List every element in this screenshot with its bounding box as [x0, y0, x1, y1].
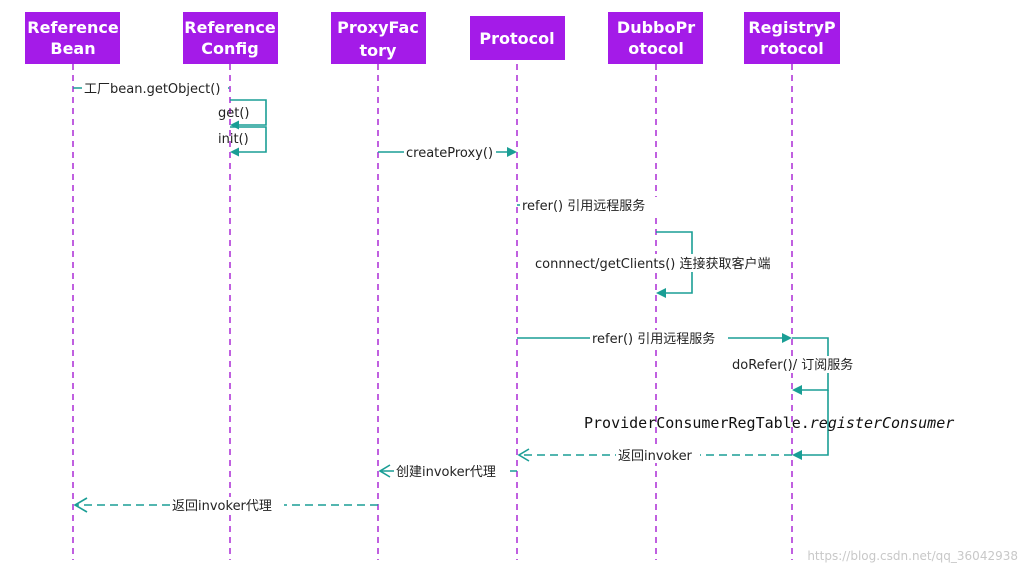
participant-line: Config: [201, 39, 258, 58]
participant-reference-config: Reference Config: [183, 12, 278, 64]
open-arrow-head-icon: [73, 497, 88, 513]
message-refer-registry: refer() 引用远程服务: [517, 330, 792, 347]
participant-line: ProxyFac: [337, 18, 419, 37]
message-label-bg: [394, 463, 510, 479]
message-label: createProxy(): [406, 146, 493, 161]
lifelines: [72, 64, 793, 560]
message-refer-dubbo: refer() 引用远程服务: [517, 197, 658, 214]
registry-activation-line: [800, 390, 829, 456]
participant-box: [25, 12, 120, 64]
participant-reference-bean: Reference Bean: [25, 12, 120, 64]
message-label-bg: [404, 144, 496, 160]
message-label: refer() 引用远程服务: [592, 331, 715, 347]
arrow-head-icon: [792, 385, 802, 395]
code-annotation-method: registerConsumer: [810, 414, 955, 432]
message-label: 工厂bean.getObject(): [84, 82, 220, 97]
participant-box: [183, 12, 278, 64]
arrow-head-icon: [230, 147, 239, 157]
message-label: 返回invoker代理: [172, 499, 272, 514]
arrow-head-icon: [782, 333, 792, 343]
participant-line: DubboPr: [617, 18, 695, 37]
message-line: [230, 99, 267, 126]
message-connect-get-clients: connnect/getClients() 连接获取客户端: [533, 231, 783, 298]
participant-line: otocol: [628, 39, 684, 58]
message-factory-get-object: 工厂bean.getObject(): [73, 80, 230, 97]
message-label-bg: [616, 447, 700, 463]
message-create-invoker-proxy: 创建invoker代理: [378, 463, 517, 480]
message-label-bg: [520, 197, 658, 213]
arrow-head-icon: [230, 120, 239, 130]
message-init: init(): [218, 126, 267, 157]
participant-box: [470, 16, 565, 60]
code-annotation: ProviderConsumerRegTable.registerConsume…: [584, 414, 954, 432]
open-arrow-head-icon: [517, 448, 530, 462]
code-annotation-prefix: ProviderConsumerRegTable.: [584, 414, 810, 432]
arrow-head-icon: [792, 450, 802, 460]
watermark: https://blog.csdn.net/qq_36042938: [807, 549, 1018, 563]
participant-dubbo-protocol: DubboPr otocol: [608, 12, 703, 64]
message-label-bg: [170, 497, 284, 513]
message-label: refer() 引用远程服务: [522, 198, 645, 214]
message-return-invoker-protocol: 返回invoker: [517, 447, 792, 464]
participant-line: tory: [360, 41, 398, 60]
message-get: get(): [218, 99, 267, 130]
participant-box: [608, 12, 703, 64]
arrow-head-icon: [507, 147, 517, 157]
participant-line: RegistryP: [748, 18, 836, 37]
message-label: connnect/getClients() 连接获取客户端: [535, 256, 770, 272]
participant-proxy-factory: ProxyFac tory: [331, 12, 426, 64]
message-do-refer: doRefer()/ 订阅服务: [730, 337, 864, 395]
message-label-bg: [82, 80, 228, 96]
message-label-bg: [590, 330, 728, 346]
message-label: get(): [218, 106, 250, 121]
message-create-proxy: createProxy(): [378, 144, 517, 161]
message-label-bg: [730, 356, 864, 373]
message-label-bg: [533, 254, 783, 272]
message-label: 返回invoker: [618, 449, 693, 464]
participant-registry-protocol: RegistryP rotocol: [744, 12, 840, 64]
participant-box: [331, 12, 426, 64]
participant-line: Reference: [184, 18, 276, 37]
participant-line: rotocol: [760, 39, 823, 58]
message-line: [230, 126, 267, 153]
message-label: doRefer()/ 订阅服务: [732, 357, 853, 373]
message-return-invoker-proxy: 返回invoker代理: [73, 497, 378, 514]
participant-line: Protocol: [479, 29, 554, 48]
participant-line: Reference: [27, 18, 119, 37]
participant-line: Bean: [50, 39, 95, 58]
arrow-head-icon: [656, 288, 666, 298]
message-label: init(): [218, 132, 249, 147]
open-arrow-head-icon: [378, 464, 391, 478]
participant-box: [744, 12, 840, 64]
participant-protocol: Protocol: [470, 16, 565, 60]
message-label: 创建invoker代理: [396, 465, 496, 480]
